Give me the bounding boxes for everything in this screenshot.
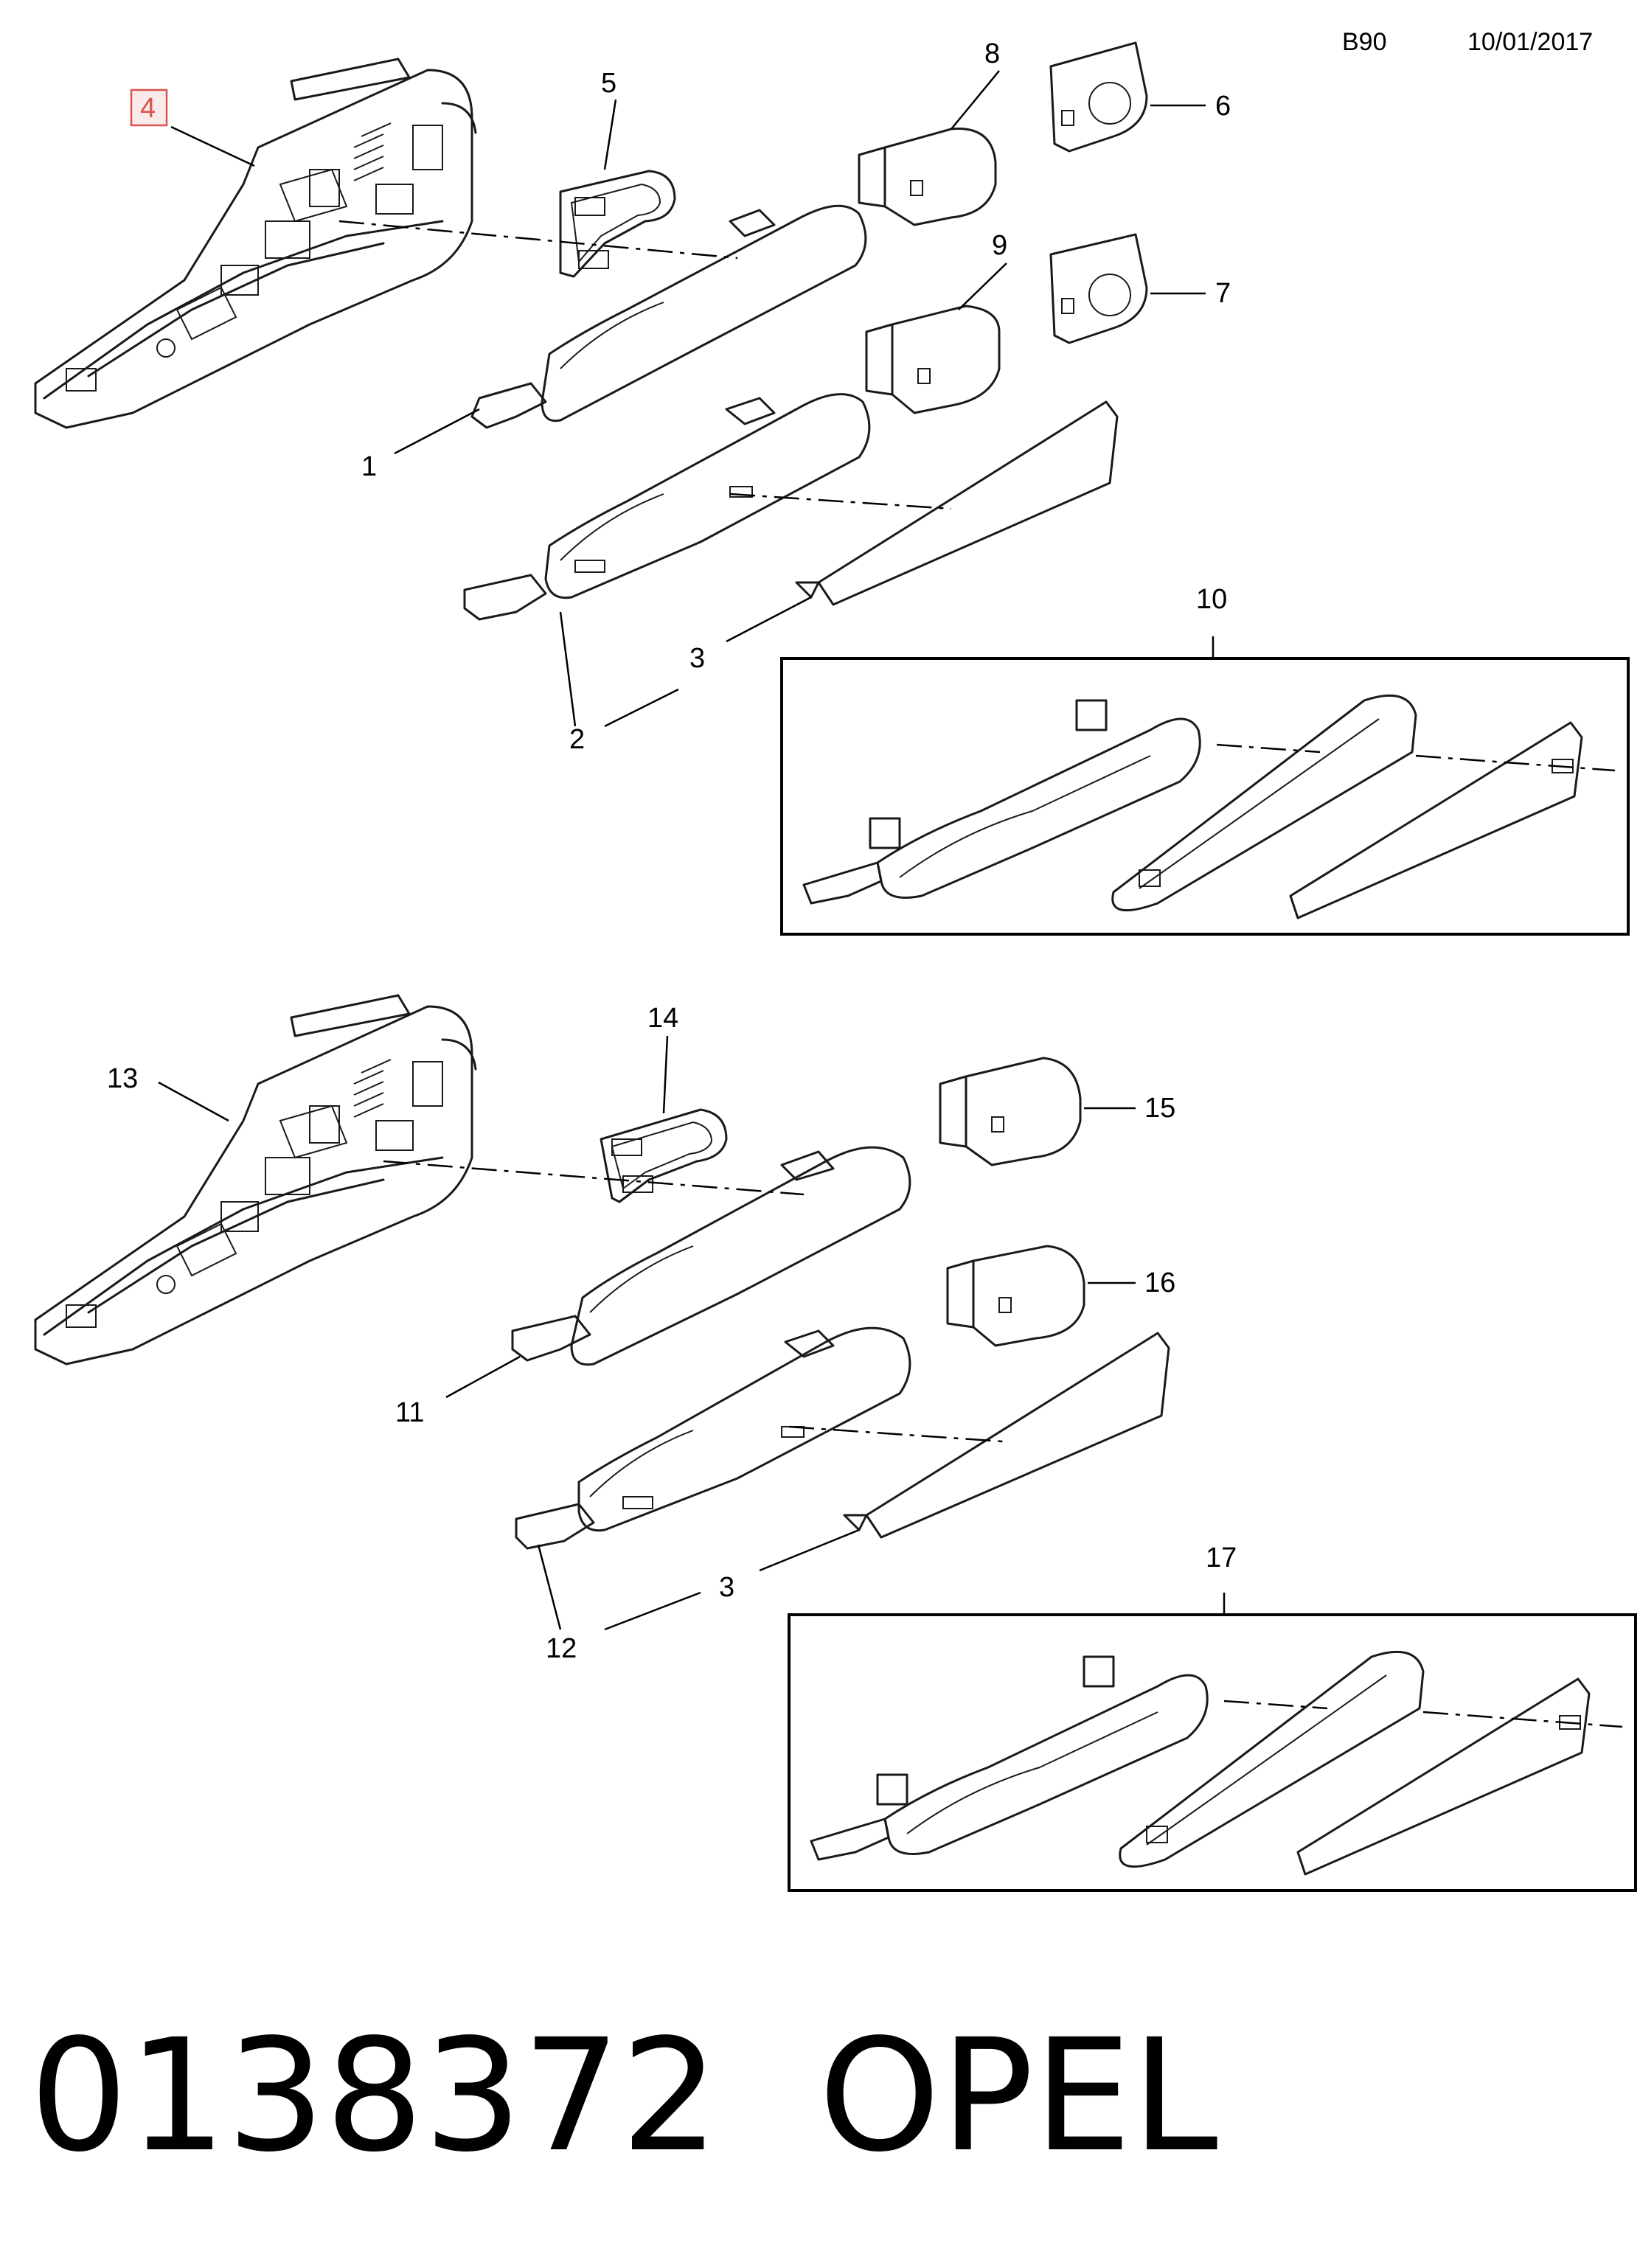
leader-1 <box>394 408 480 455</box>
assembly-line-kit-lower-a <box>1223 1700 1328 1710</box>
assembly-kit-strip-lower <box>1296 1677 1591 1876</box>
outer-handle-variant-upper <box>463 393 871 621</box>
callout-6[interactable]: 6 <box>1215 91 1231 122</box>
callout-16[interactable]: 16 <box>1144 1267 1175 1298</box>
leader-3b <box>759 1528 860 1572</box>
leader-14 <box>662 1035 669 1114</box>
callout-13[interactable]: 13 <box>107 1063 138 1094</box>
leader-11 <box>445 1355 521 1399</box>
assembly-kit-strip-upper <box>1289 721 1583 919</box>
leader-12b <box>604 1591 701 1631</box>
callout-2[interactable]: 2 <box>569 724 585 755</box>
callout-1[interactable]: 1 <box>361 451 377 482</box>
handle-carrier-bracket-lower <box>34 994 477 1366</box>
callout-5[interactable]: 5 <box>601 68 616 99</box>
assembly-line-lower-a <box>383 1160 805 1196</box>
callout-7[interactable]: 7 <box>1215 278 1231 309</box>
leader-12 <box>537 1544 562 1630</box>
leader-2b <box>604 688 679 728</box>
assembly-kit-box-lower <box>788 1613 1637 1892</box>
handle-end-cap-upper <box>865 305 1001 414</box>
callout-8[interactable]: 8 <box>984 38 1000 69</box>
assembly-line-upper-a <box>338 220 738 260</box>
highlight-box-4 <box>130 88 168 127</box>
leader-13 <box>158 1081 229 1122</box>
assembly-kit-handle-lower <box>810 1655 1209 1861</box>
assembly-line-upper-b <box>729 493 952 510</box>
assembly-kit-box-upper <box>780 657 1630 936</box>
callout-9[interactable]: 9 <box>992 230 1007 261</box>
assembly-kit-cover-lower <box>1119 1650 1425 1868</box>
callout-11[interactable]: 11 <box>395 1397 424 1428</box>
assembly-line-kit-upper-a <box>1216 743 1321 754</box>
part-number: 0138372 <box>29 2006 719 2186</box>
diagram-date: 10/01/2017 <box>1467 28 1593 56</box>
callout-12[interactable]: 12 <box>546 1633 577 1664</box>
outer-handle-variant-lower <box>515 1326 911 1550</box>
handle-trim-strip-upper <box>795 400 1119 606</box>
assembly-line-kit-upper-b <box>1415 754 1616 772</box>
outer-handle-lower <box>511 1146 911 1366</box>
leader-4 <box>170 125 255 167</box>
assembly-line-kit-lower-b <box>1422 1711 1623 1728</box>
leader-8 <box>951 70 1000 130</box>
leader-3a <box>726 596 812 643</box>
handle-trim-strip-lower <box>843 1332 1170 1539</box>
handle-end-cap-lower-15 <box>939 1057 1082 1166</box>
callout-3-lower[interactable]: 3 <box>719 1572 734 1603</box>
assembly-line-lower-b <box>788 1425 1004 1443</box>
lock-cylinder-cover-upper <box>858 128 997 226</box>
leader-5 <box>603 99 617 170</box>
brand-name: OPEL <box>819 2006 1218 2186</box>
handle-carrier-bracket-upper <box>34 58 477 429</box>
lock-bezel-alt-upper <box>1049 233 1148 344</box>
callout-15[interactable]: 15 <box>1144 1093 1175 1124</box>
handle-gasket-lower <box>600 1108 728 1203</box>
handle-gasket-upper <box>559 170 676 278</box>
leader-9 <box>958 262 1007 310</box>
callout-3-upper[interactable]: 3 <box>689 643 705 674</box>
outer-handle-upper <box>470 204 867 429</box>
callout-14[interactable]: 14 <box>647 1003 678 1034</box>
leader-2 <box>559 611 577 727</box>
callout-17[interactable]: 17 <box>1206 1542 1237 1573</box>
diagram-code: B90 <box>1342 28 1387 56</box>
lock-bezel-upper <box>1049 41 1148 153</box>
handle-end-cap-lower-16 <box>946 1245 1085 1347</box>
assembly-kit-handle-upper <box>802 699 1201 905</box>
callout-4[interactable]: 4 <box>140 93 156 124</box>
assembly-kit-cover-upper <box>1111 694 1417 912</box>
callout-10[interactable]: 10 <box>1196 584 1227 615</box>
